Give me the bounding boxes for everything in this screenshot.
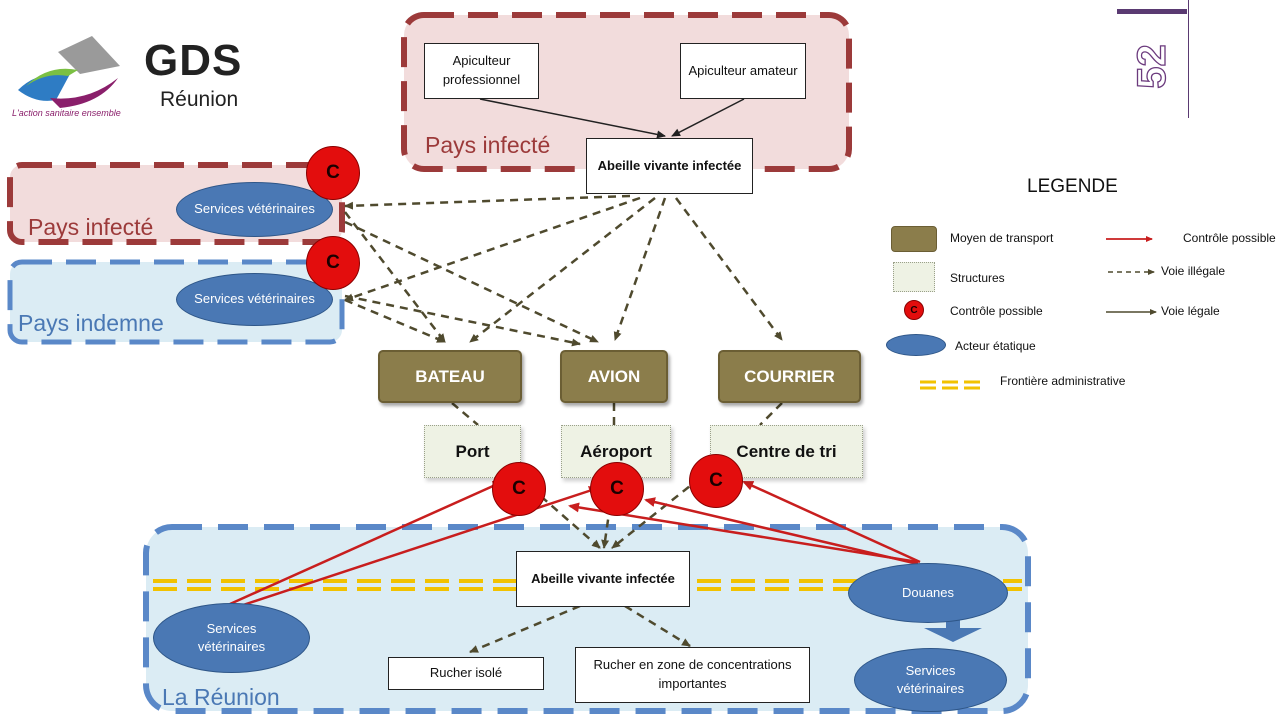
customs-actor: Douanes [848,563,1008,623]
page-divider [1188,0,1189,118]
legend-legal-label: Voie légale [1161,304,1220,318]
control-free-marker: C [306,236,360,290]
vet-free-actor: Services vétérinaires [176,273,333,326]
transport-plane: AVION [560,350,668,403]
control-airport-marker: C [590,462,644,516]
legend-title: LEGENDE [1027,176,1118,197]
vet-reunion-right-actor: Services vétérinaires [854,648,1007,712]
control-port-marker: C [492,462,546,516]
logo-word: GDS [144,36,243,85]
legend-actor-swatch [886,334,946,356]
logo-tagline: L'action sanitaire ensemble [12,108,121,118]
logo-sub: Réunion [160,88,239,111]
legend-control-possible-label: Contrôle possible [1183,231,1276,245]
legend-lines [920,236,1157,390]
logo: GDS Réunion L'action sanitaire ensemble [8,30,268,140]
vet-reunion-left-actor: Services vétérinaires [153,603,310,673]
transport-boat: BATEAU [378,350,522,403]
region-label-reunion: La Réunion [162,684,280,710]
legend-control-swatch: C [904,300,924,320]
page-accent-bar [1117,9,1187,14]
legend-control-label: Contrôle possible [950,304,1043,318]
legend-structures-label: Structures [950,271,1005,285]
legend-transport-label: Moyen de transport [950,231,1054,245]
legend-control-mark: C [910,304,918,316]
legend-illegal-label: Voie illégale [1161,264,1226,278]
region-label-top-infected: Pays infecté [425,132,551,158]
bee-bottom-box: Abeille vivante infectée [516,551,690,607]
transport-mail: COURRIER [718,350,861,403]
down-block-arrow-icon [924,620,982,642]
legend-structure-swatch [893,262,935,292]
control-sorting-marker: C [689,454,743,508]
legend-border-label: Frontière administrative [1000,374,1126,388]
legend-transport-swatch [891,226,937,252]
vet-infected-actor: Services vétérinaires [176,182,333,237]
dense-apiary-box: Rucher en zone de concentrations importa… [575,647,810,703]
gds-logo-mark-icon [18,36,120,108]
control-infected-marker: C [306,146,360,200]
legend-actor-label: Acteur étatique [955,339,1036,353]
isolated-apiary-box: Rucher isolé [388,657,544,690]
pro-beekeeper-box: Apiculteur professionnel [424,43,539,99]
amateur-beekeeper-box: Apiculteur amateur [680,43,806,99]
region-label-left-free: Pays indemne [18,310,164,336]
bee-top-box: Abeille vivante infectée [586,138,753,194]
region-label-left-infected: Pays infecté [28,214,154,240]
